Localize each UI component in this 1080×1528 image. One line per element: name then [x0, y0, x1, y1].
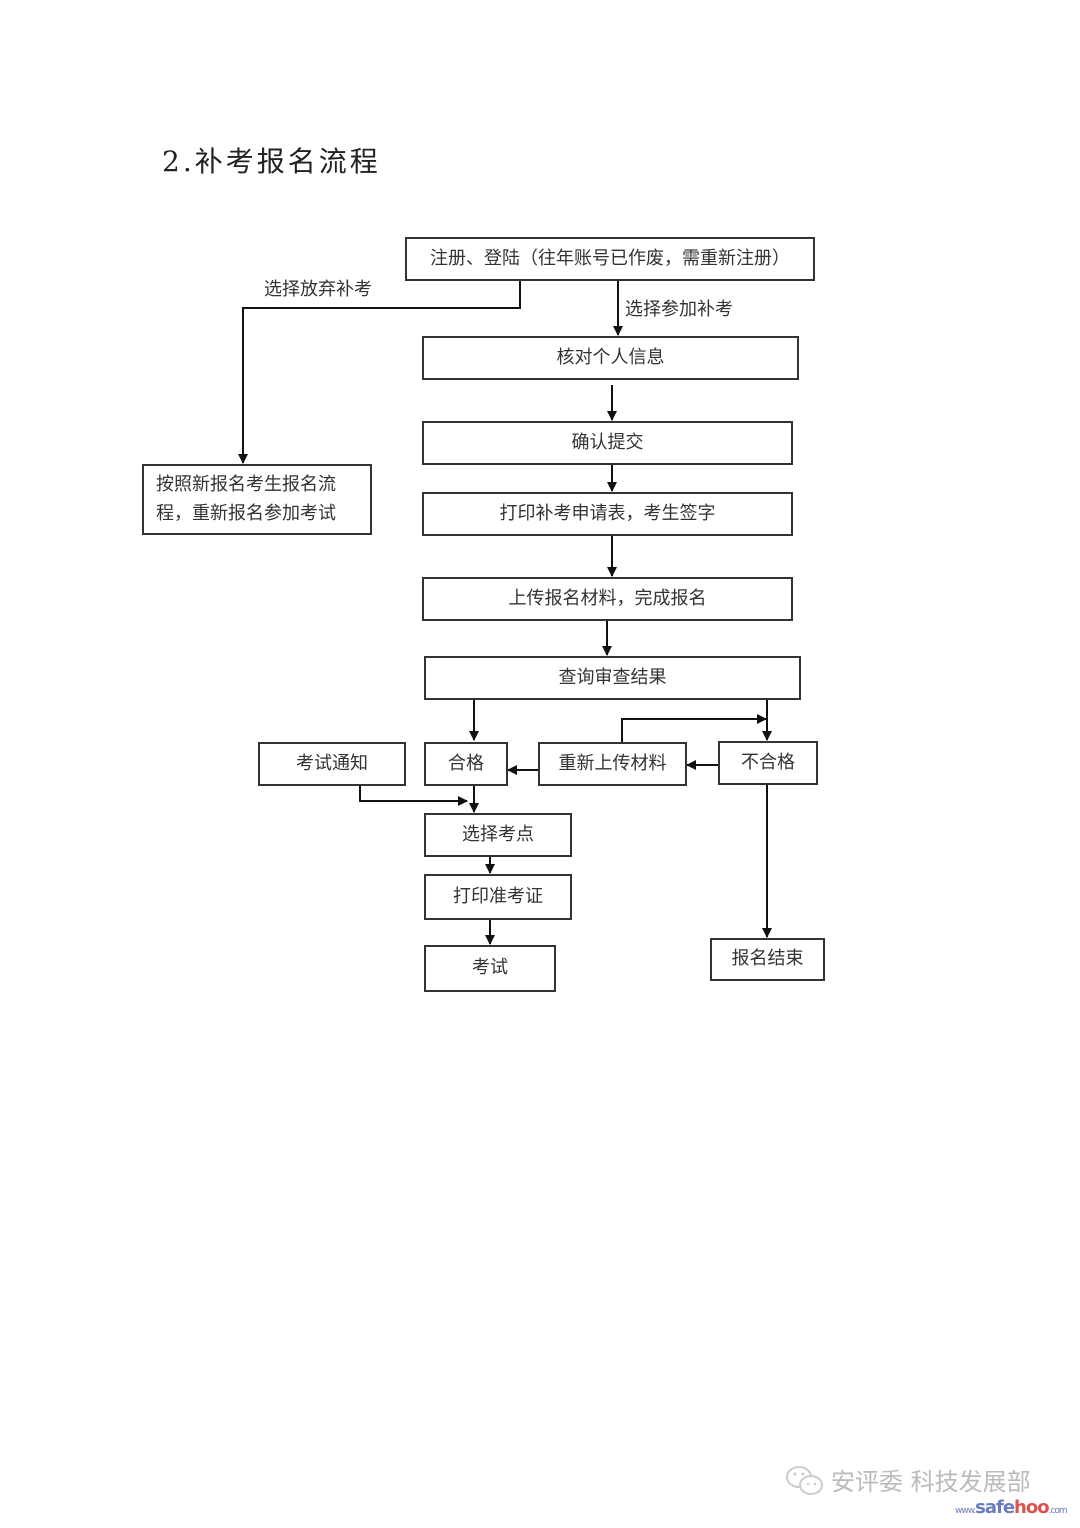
node-print-admission: 打印准考证 — [424, 874, 572, 920]
watermark: 安评委 科技发展部 — [785, 1462, 1031, 1497]
page-title: 2.补考报名流程 — [162, 145, 381, 178]
node-unqualified: 不合格 — [718, 741, 818, 785]
site-suffix: .com — [1048, 1506, 1068, 1516]
edge-notice-to-choose-site — [359, 786, 468, 806]
edge-label-participate: 选择参加补考 — [625, 299, 733, 320]
node-verify-info: 核对个人信息 — [422, 336, 799, 380]
node-new-registration: 按照新报名考生报名流程，重新报名参加考试 — [142, 464, 372, 535]
site-main: safe — [975, 1497, 1015, 1518]
site-prefix: www. — [955, 1506, 976, 1516]
node-confirm-submit: 确认提交 — [422, 421, 793, 465]
node-print-form: 打印补考申请表，考生签字 — [422, 492, 793, 536]
wechat-icon — [785, 1465, 825, 1495]
node-query-result: 查询审查结果 — [424, 656, 801, 700]
watermark-account: 安评委 科技发展部 — [831, 1468, 1031, 1496]
edge-label-give-up: 选择放弃补考 — [264, 279, 372, 300]
node-exam: 考试 — [424, 945, 556, 992]
node-register: 注册、登陆（往年账号已作废，需重新注册） — [405, 237, 815, 281]
site-accent: hoo — [1014, 1497, 1050, 1518]
node-registration-end: 报名结束 — [710, 938, 825, 981]
node-choose-site: 选择考点 — [424, 813, 572, 857]
edge-register-to-new-registration — [238, 281, 521, 464]
node-exam-notice: 考试通知 — [258, 742, 406, 786]
node-qualified: 合格 — [424, 742, 508, 786]
node-upload-materials: 上传报名材料，完成报名 — [422, 577, 793, 621]
watermark-site: www.safehoo.com — [955, 1497, 1068, 1518]
edge-reupload-to-unqualified — [621, 714, 767, 742]
node-reupload: 重新上传材料 — [538, 742, 687, 786]
